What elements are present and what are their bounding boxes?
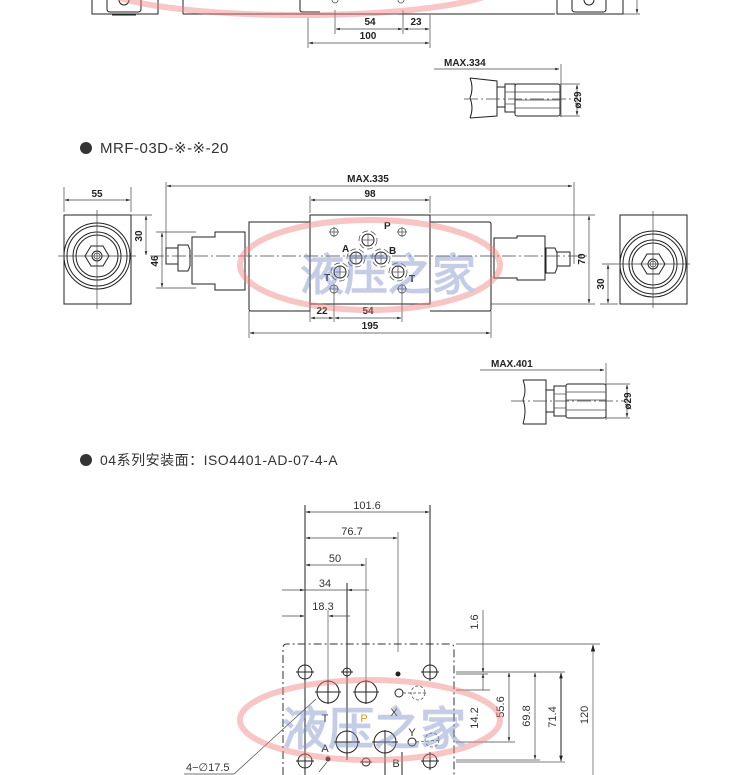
dim-101-6: 101.6	[353, 500, 381, 512]
watermark-text: 液压之家	[300, 251, 476, 300]
iso-port-t: T	[322, 713, 329, 725]
top-partial-drawing: 54 23 100	[91, 0, 640, 48]
port-label-a: A	[342, 244, 349, 255]
dia-29-label-b: ø29	[623, 392, 634, 410]
dim-23: 23	[410, 17, 422, 28]
bullet-icon	[80, 142, 92, 154]
iso-port-y: Y	[408, 727, 416, 739]
iso-port-a: A	[321, 743, 329, 755]
dim-54: 54	[364, 17, 376, 28]
knob-detail-334: MAX.334 ø29	[434, 58, 584, 119]
right-end-view: 30	[596, 211, 690, 308]
port-label-b: B	[389, 246, 396, 257]
iso-port-x: X	[390, 707, 398, 719]
dim-30-left: 30	[134, 230, 145, 242]
iso-port-p: P	[360, 713, 367, 725]
port-label-t-right: T	[409, 274, 415, 285]
dim-54-mrf: 54	[362, 306, 374, 317]
side-view-body: MAX.335 98 46	[150, 174, 595, 338]
watermark-iso: 液压之家	[237, 677, 503, 763]
iso-mounting-face: 101.6 76.7 50 34 18.3	[184, 500, 600, 775]
watermark-text: 液压之家	[282, 703, 466, 755]
dim-34: 34	[319, 578, 331, 590]
watermark-mrf: 液压之家	[237, 217, 503, 313]
knob-detail-401: MAX.401 ø29	[480, 359, 634, 425]
dim-14-2: 14.2	[469, 707, 481, 728]
dim-55: 55	[91, 189, 103, 200]
dia-29-label-a: ø29	[573, 91, 584, 109]
dim-22: 22	[316, 306, 328, 317]
port-label-p: P	[384, 221, 391, 232]
dim-76-7: 76.7	[341, 526, 362, 538]
dim-18-3: 18.3	[312, 601, 333, 613]
left-end-view: 55 30	[58, 187, 152, 309]
max-401-label: MAX.401	[491, 359, 533, 370]
dim-46: 46	[150, 255, 161, 267]
bullet-icon	[80, 454, 92, 466]
max-334-label: MAX.334	[444, 58, 486, 69]
dim-max-335: MAX.335	[347, 174, 389, 185]
dim-69-8: 69.8	[521, 705, 533, 726]
dim-1-6: 1.6	[469, 614, 481, 629]
section-title: 04系列安装面：ISO4401-AD-07-4-A	[100, 452, 339, 468]
dim-70: 70	[577, 253, 588, 265]
iso-port-b: B	[392, 758, 399, 770]
dim-120: 120	[579, 706, 591, 724]
iso-holes	[296, 663, 441, 775]
dim-55-6: 55.6	[495, 696, 507, 717]
hole-callout: 4−∅17.5	[186, 762, 230, 774]
dim-100: 100	[360, 31, 377, 42]
dim-50: 50	[329, 553, 341, 565]
section-title: MRF-03D-※-※-20	[100, 140, 229, 157]
section-heading-mrf03d: MRF-03D-※-※-20	[80, 139, 229, 157]
dim-195: 195	[362, 321, 379, 332]
watermark-top	[116, 0, 484, 18]
dim-98: 98	[364, 189, 376, 200]
section-heading-iso: 04系列安装面：ISO4401-AD-07-4-A	[80, 450, 338, 470]
dim-71-4: 71.4	[547, 706, 559, 727]
dim-30-right: 30	[596, 278, 607, 290]
port-label-t-left: T	[324, 273, 330, 284]
